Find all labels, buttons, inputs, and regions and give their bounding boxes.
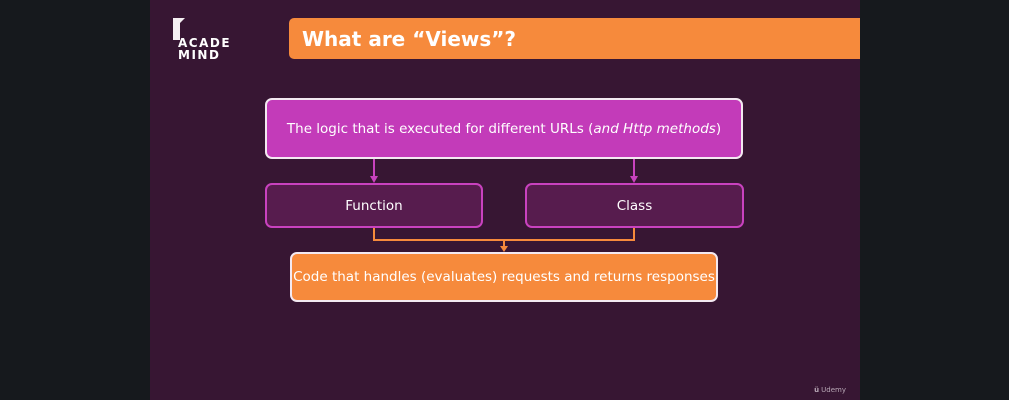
diagram-node-function: Function [265,183,483,228]
title-bar: What are “Views”? [289,18,860,59]
arrow-top-to-function [370,159,378,183]
slide: ACADE MIND What are “Views”? The logic t… [150,0,860,400]
node-text-italic: and Http methods [593,120,716,137]
arrow-merge-to-bottom [373,228,635,252]
node-text-end: ) [715,120,722,137]
diagram-node-view-logic: The logic that is executed for different… [265,98,743,159]
node-text: Code that handles (evaluates) requests a… [293,269,715,285]
academind-logo: ACADE MIND [173,18,243,62]
node-text-plain: The logic that is executed for different… [286,120,594,137]
node-text: Class [616,197,653,214]
arrow-top-to-class [630,159,638,183]
logo-flag-icon [173,18,185,40]
node-text: Function [345,197,403,214]
logo-line-2: MIND [178,48,221,62]
slide-title: What are “Views”? [302,27,517,51]
diagram-connectors [370,159,638,252]
diagram-node-class: Class [525,183,744,228]
logo-line-1: ACADE [178,36,232,50]
node-text: The logic that is executed for different… [287,121,721,137]
udemy-text: Udemy [821,386,846,394]
udemy-icon: ü [814,386,820,394]
diagram-node-code-handles: Code that handles (evaluates) requests a… [290,252,718,302]
